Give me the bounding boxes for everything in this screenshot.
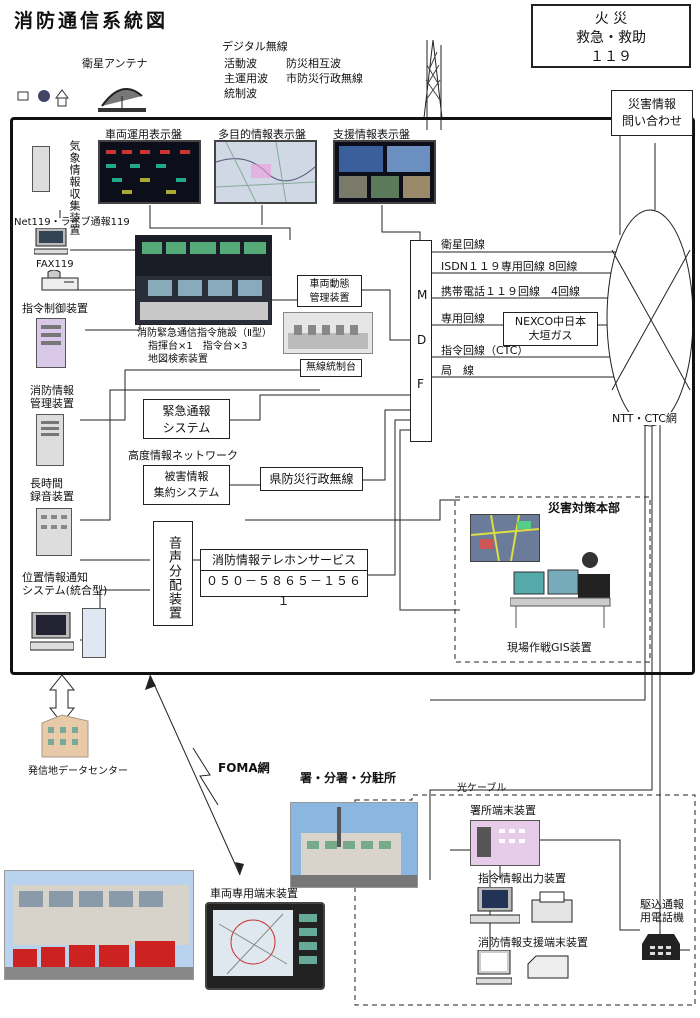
datacenter-label: 発信地データセンター: [28, 766, 128, 777]
disaster-inquiry-box: 災害情報 問い合わせ: [611, 90, 693, 136]
optical-cable-label: 光ケーブル: [457, 783, 507, 794]
telephone-number: ０５０－５８６５－１５６１: [205, 574, 362, 608]
disaster-hq-label: 災害対策本部: [548, 501, 621, 515]
radio-wave-label: 主運用波: [224, 72, 268, 85]
server-icon: [36, 414, 64, 466]
advanced-network-label: 高度情報ネットワーク: [128, 449, 238, 462]
telephone-service-box: 消防情報テレホンサービス ０５０－５８６５－１５６１: [200, 549, 368, 608]
vehicle-terminal-label: 車両専用端末装置: [210, 887, 298, 900]
computer-icon: [29, 611, 75, 652]
pref-radio-box: 県防災行政無線: [260, 467, 363, 491]
server-icon: [36, 318, 66, 368]
weather-info-label: 気象情報収集装置: [68, 140, 81, 236]
line-label: ISDN１１９専用回線 8回線: [441, 260, 578, 273]
satellite-antenna-label: 衛星アンテナ: [82, 57, 148, 70]
radio-wave-label: 統制波: [224, 87, 257, 100]
support-display-label: 支援情報表示盤: [333, 128, 410, 141]
computer-icon: [33, 227, 69, 256]
line-label: 携帯電話１１９回線 4回線: [441, 285, 580, 298]
building-icon: [38, 713, 92, 759]
facility-sub1: 指揮台×1 指令台×3: [148, 341, 248, 352]
multi-display-screen: [214, 140, 317, 204]
rush-phone-label: 駆込通報 用電話機: [640, 898, 684, 924]
computer-icon: [475, 949, 513, 986]
digital-radio-label: デジタル無線: [222, 40, 288, 53]
foma-label: FOMA網: [218, 761, 270, 775]
line-label: 局 線: [441, 364, 474, 377]
computer-icon: [469, 886, 521, 925]
damage-system-box: 被害情報 集約システム: [143, 465, 230, 505]
gis-map-photo: [470, 514, 540, 562]
command-center-photo: [135, 235, 272, 325]
radio-wave-label: 活動波: [224, 57, 257, 70]
support-terminal-label: 消防情報支援端末装置: [478, 936, 588, 949]
fire-station-photo: [4, 870, 194, 980]
gis-label: 現場作戦GIS装置: [507, 641, 592, 654]
mdf-box: M D F: [410, 240, 432, 442]
facility-caption: 消防緊急通信指令施設（Ⅱ型）: [137, 328, 272, 339]
support-display-screen: [333, 140, 436, 204]
weather-device-icon: [32, 146, 50, 192]
station-building-photo: [290, 802, 418, 888]
antenna-tower-icon: [420, 39, 446, 119]
fire-info-mgmt-label: 消防情報 管理装置: [30, 384, 74, 410]
recorder-icon: [36, 508, 72, 556]
page-title: 消防通信系統図: [14, 10, 169, 32]
line-label: 衛星回線: [441, 238, 485, 251]
nexco-box: NEXCO中日本 大垣ガス: [503, 312, 598, 346]
line-label: 専用回線: [441, 312, 485, 325]
command-control-label: 指令制御装置: [22, 302, 88, 315]
station-terminal-device: [470, 820, 540, 866]
facility-frame: [10, 117, 695, 675]
fax-icon: [40, 269, 80, 292]
server-icon: [82, 608, 106, 658]
line-label: 指令回線（CTC）: [441, 344, 529, 357]
vehicle-display-screen: [98, 140, 201, 204]
multi-display-label: 多目的情報表示盤: [218, 128, 306, 141]
radio-control-box: 無線統制台: [300, 359, 362, 377]
net119-label: Net119・ライブ通報119: [14, 217, 130, 228]
radio-wave-label: 市防災行政無線: [286, 72, 363, 85]
vehicle-terminal-device: [205, 902, 325, 990]
long-recorder-label: 長時間 録音装置: [30, 477, 74, 503]
stations-label: 署・分署・分駐所: [300, 771, 397, 785]
telephone-service-title: 消防情報テレホンサービス: [201, 550, 367, 571]
phone-icon: [638, 930, 684, 964]
printer-icon: [530, 890, 574, 924]
vehicle-mgmt-box: 車両動態 管理装置: [297, 275, 362, 307]
emergency-system-box: 緊急通報 システム: [143, 399, 230, 439]
radio-control-photo: [283, 312, 373, 354]
printer-icon: [526, 954, 570, 982]
vehicle-display-label: 車両運用表示盤: [105, 128, 182, 141]
mdf-letter: M: [417, 288, 428, 302]
fire-emergency-119-box: 火 災 救急・救助 １１９: [531, 4, 691, 68]
ntt-network-label: NTT・CTC網: [612, 412, 677, 425]
mdf-letter: D: [417, 333, 427, 347]
mdf-letter: F: [417, 377, 424, 391]
fax-label: FAX119: [36, 259, 74, 270]
facility-sub2: 地図検索装置: [148, 354, 208, 365]
command-output-label: 指令情報出力装置: [478, 872, 566, 885]
satellite-dish-icon: [96, 76, 148, 112]
radio-wave-label: 防災相互波: [286, 57, 341, 70]
location-system-label: 位置情報通知 システム(統合型): [22, 571, 108, 597]
gis-operator-icon: [509, 550, 620, 630]
voice-dist-box: 音声分配装置: [153, 521, 193, 626]
weather-sensor-icon: [16, 86, 72, 110]
station-terminal-label: 署所端末装置: [470, 804, 536, 817]
